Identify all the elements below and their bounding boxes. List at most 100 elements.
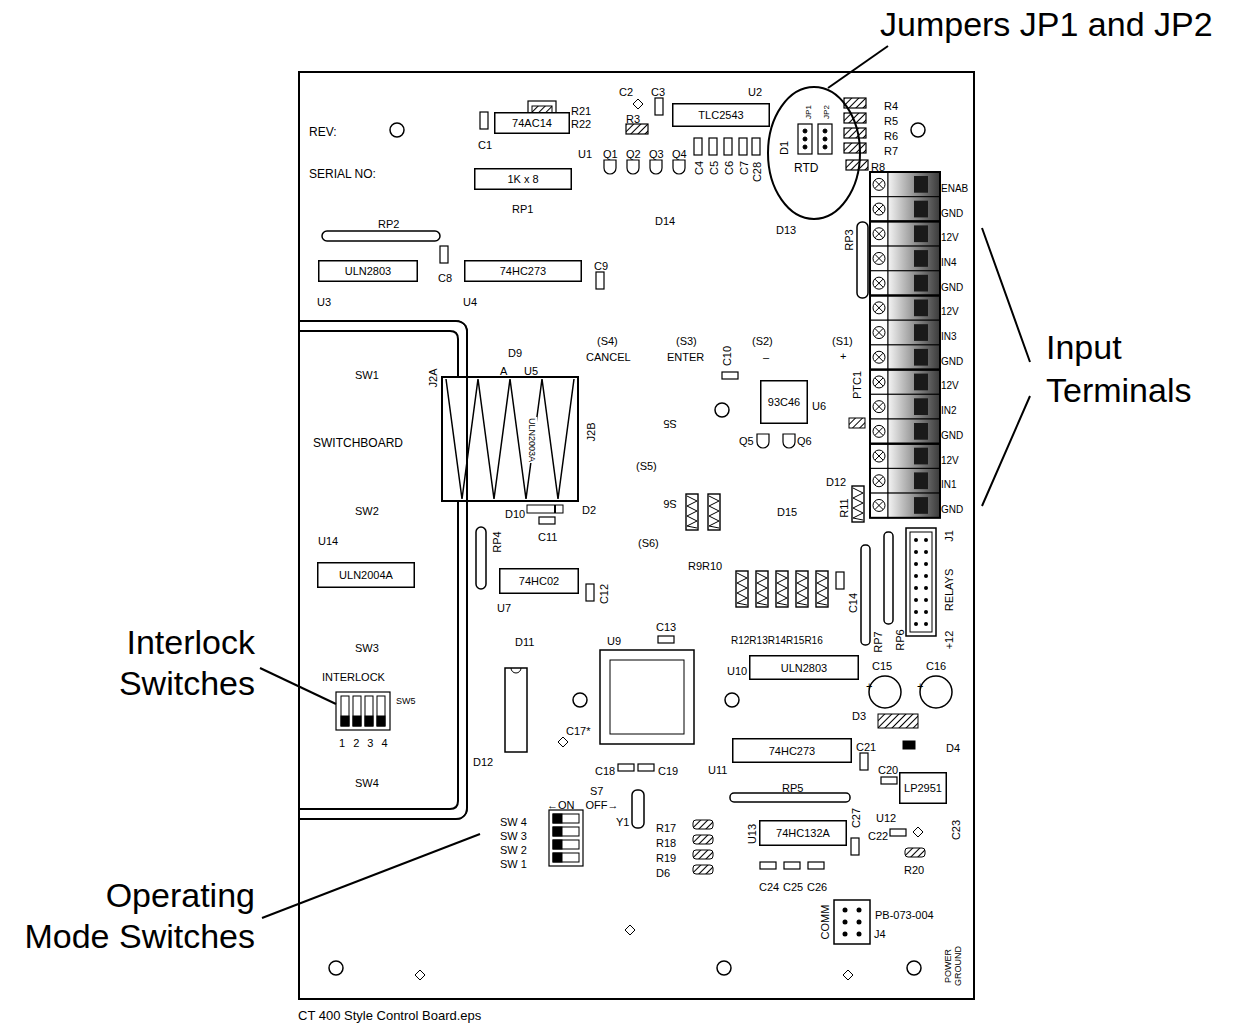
components xyxy=(914,538,928,626)
components xyxy=(844,143,866,153)
terminal-label: 12V xyxy=(941,232,959,244)
components xyxy=(527,505,563,513)
part-label: RELAYS xyxy=(943,569,956,612)
terminal-label: IN1 xyxy=(941,479,957,491)
part-label-holder: (S3) xyxy=(676,331,697,349)
components xyxy=(905,848,925,857)
ic-chip: 93C46 xyxy=(760,380,808,424)
part-label-holder: D12 xyxy=(826,472,846,490)
components xyxy=(843,970,853,980)
ellipse-outline xyxy=(768,87,860,219)
part-label: ←ON OFF→ xyxy=(547,799,619,812)
part-label: R5 xyxy=(884,115,898,128)
chip-label-holder: 1K x 8 xyxy=(474,168,572,190)
terminal-label-holder: ENAB xyxy=(941,178,968,196)
part-label-holder: C8 xyxy=(438,268,452,286)
part-label: S7 xyxy=(590,785,603,798)
part-label-holder: R17 xyxy=(656,818,676,836)
components xyxy=(752,138,760,155)
part-label: U5 xyxy=(524,365,538,378)
part-label-holder: D4 xyxy=(946,738,960,756)
part-label: C25 xyxy=(783,881,803,894)
terminal-label-holder: 12V xyxy=(941,227,959,245)
terminal-label-holder: 12V xyxy=(941,375,959,393)
part-label-holder: SW2 xyxy=(355,501,379,519)
part-label: J2A xyxy=(427,369,440,388)
part-label-holder: + xyxy=(840,346,846,364)
components xyxy=(554,505,556,513)
part-label: U13 xyxy=(746,824,759,844)
part-label: C12 xyxy=(598,584,611,604)
part-label-holder: COMM xyxy=(815,905,833,940)
components xyxy=(906,528,936,636)
part-label: (S6) xyxy=(638,537,659,550)
part-label: R8 xyxy=(871,161,885,174)
part-label: C17* xyxy=(566,725,590,738)
part-label: R4 xyxy=(884,100,898,113)
chip-label-holder: 93C46 xyxy=(760,380,808,424)
part-label-holder: Q5 xyxy=(739,431,754,449)
part-label-holder: SW3 xyxy=(355,638,379,656)
part-label: D6 xyxy=(656,867,670,880)
callout-text-holder: Operating Mode Switches xyxy=(18,875,255,957)
part-label-holder: POWER GROUND xyxy=(944,944,964,988)
components xyxy=(878,714,918,728)
jumper-label-holder: RTD xyxy=(794,158,818,176)
components xyxy=(549,810,583,866)
part-label-holder: Q3 xyxy=(649,144,664,162)
components xyxy=(924,586,928,590)
part-label-holder: D9 xyxy=(508,343,522,361)
part-label-holder: CANCEL xyxy=(586,347,631,365)
components xyxy=(586,584,594,601)
terminal-blocks xyxy=(870,370,940,444)
part-label-holder: – xyxy=(763,347,769,365)
terminal-label-holder: IN1 xyxy=(941,474,957,492)
components xyxy=(739,138,747,155)
part-label: C3 xyxy=(651,86,665,99)
part-label-holder: R12R13R14R15R16 xyxy=(731,630,823,648)
part-label-holder: C27 xyxy=(846,808,864,828)
part-label-holder: R8 xyxy=(871,157,885,175)
components xyxy=(913,827,923,837)
leader-line xyxy=(260,46,1030,918)
components xyxy=(818,124,832,154)
part-label-holder: INTERLOCK xyxy=(322,667,385,685)
terminal-label-holder: GND xyxy=(941,277,963,295)
part-label-holder: + xyxy=(866,676,872,694)
panel-label-holder: SWITCHBOARD xyxy=(313,433,403,451)
components xyxy=(798,124,812,154)
part-label-holder: SW 2 xyxy=(500,840,527,858)
part-label-holder: SW 4 xyxy=(500,812,527,830)
part-label-holder: C14 xyxy=(843,593,861,613)
components xyxy=(836,572,844,589)
components xyxy=(851,838,859,855)
part-label-holder: RP3 xyxy=(839,229,857,250)
part-label: RP2 xyxy=(378,218,399,231)
part-label-holder: C18 xyxy=(595,761,615,779)
chip-label-holder: ULN2803 xyxy=(318,260,418,282)
terminal-blocks xyxy=(870,197,940,222)
part-label-holder: (S4) xyxy=(597,331,618,349)
part-label-holder: J2B xyxy=(581,423,599,442)
part-label: U12 xyxy=(876,812,896,825)
part-label: U11 xyxy=(708,764,727,777)
components xyxy=(415,970,425,980)
part-label: ULN2003A xyxy=(527,417,537,463)
part-label: C18 xyxy=(595,765,615,778)
part-label-holder: U12 xyxy=(876,808,896,826)
part-label: C24 xyxy=(759,881,779,894)
part-label: + xyxy=(866,680,872,693)
terminal-blocks xyxy=(870,221,940,246)
part-label: S6 xyxy=(663,498,676,511)
chip-label-holder: LP2951 xyxy=(899,772,947,804)
part-label-holder: Q1 xyxy=(603,144,618,162)
components xyxy=(823,137,827,141)
part-label-holder: (S1) xyxy=(832,331,853,349)
terminal-label: 12V xyxy=(941,380,959,392)
part-label: D13 xyxy=(776,224,796,237)
part-label: RP5 xyxy=(782,782,803,795)
components xyxy=(725,693,739,707)
part-label: Q2 xyxy=(626,148,641,161)
part-label-holder: D10 xyxy=(505,504,525,522)
terminal-blocks xyxy=(870,296,940,370)
